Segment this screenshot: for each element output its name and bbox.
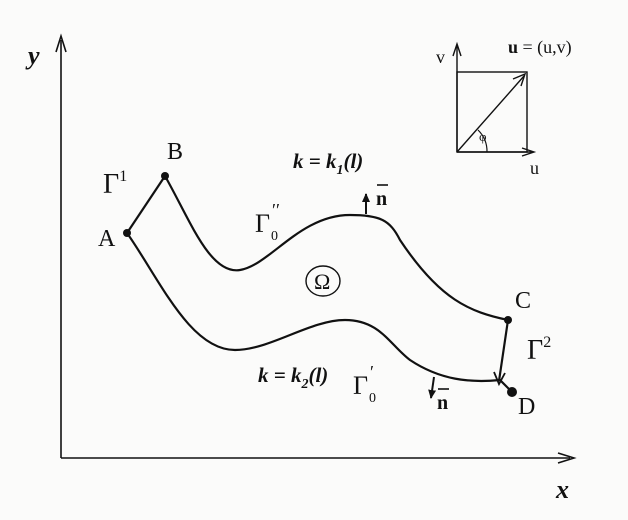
- normal-upper: n: [362, 184, 388, 214]
- x-axis-arrow: [557, 452, 577, 464]
- point-c-label: C: [515, 288, 531, 314]
- y-axis-label: y: [25, 41, 40, 70]
- gamma0-upper-sup: ′′: [272, 200, 280, 220]
- point-d-dot: [507, 387, 517, 397]
- inset-box: [456, 71, 528, 153]
- gamma2-label: Γ2: [527, 334, 551, 366]
- gamma0-upper-sub: 0: [271, 229, 278, 244]
- inset-angle-label: φ: [479, 129, 487, 144]
- inset-u-arrow-icon: [521, 147, 537, 157]
- point-c-dot: [504, 316, 512, 324]
- point-b-dot: [161, 172, 169, 180]
- normal-lower: n: [428, 376, 449, 414]
- corner-points: [123, 172, 517, 397]
- x-axis-label: x: [555, 475, 569, 504]
- normal-lower-label: n: [437, 392, 448, 414]
- point-b-label: B: [167, 139, 183, 165]
- inset-u-label: u: [530, 158, 539, 178]
- boundary-gamma1-segment: [126, 175, 166, 234]
- boundary-gamma0-upper-curve: [164, 175, 509, 322]
- inset-velocity-arrow-icon: [512, 72, 527, 87]
- y-axis-arrow: [55, 33, 67, 53]
- inset-angle-arc: [477, 129, 488, 153]
- velocity-inset: [452, 41, 537, 157]
- condition-lower: k = k2(l): [258, 363, 328, 392]
- coordinate-axes: [55, 33, 577, 464]
- point-a-label: A: [98, 226, 116, 252]
- boundary-gamma0-lower-curve: [126, 232, 513, 393]
- omega-circle: [305, 265, 341, 297]
- normal-lower-arrow-icon: [428, 376, 437, 399]
- boundary-gamma2-segment: [497, 319, 510, 382]
- gamma0-lower-sub: 0: [369, 391, 376, 406]
- inset-velocity-vector: [456, 75, 525, 153]
- gamma0-upper-label: Γ: [255, 209, 270, 238]
- gamma0-lower-label: Γ: [353, 371, 368, 400]
- inset-vector-label: u = (u,v): [508, 37, 572, 58]
- gamma1-label: Γ1: [103, 168, 127, 200]
- gamma2-arrow-head: [493, 371, 506, 387]
- gamma0-lower-sup: ′: [370, 362, 374, 382]
- domain-boundary: [126, 175, 513, 393]
- omega-label: Ω: [314, 269, 330, 294]
- point-a-dot: [123, 229, 131, 237]
- condition-upper: k = k1(l): [293, 149, 363, 178]
- point-d-label: D: [518, 394, 535, 420]
- inset-v-arrow-icon: [452, 41, 462, 57]
- normal-upper-label: n: [376, 188, 387, 210]
- inset-v-label: v: [436, 47, 445, 67]
